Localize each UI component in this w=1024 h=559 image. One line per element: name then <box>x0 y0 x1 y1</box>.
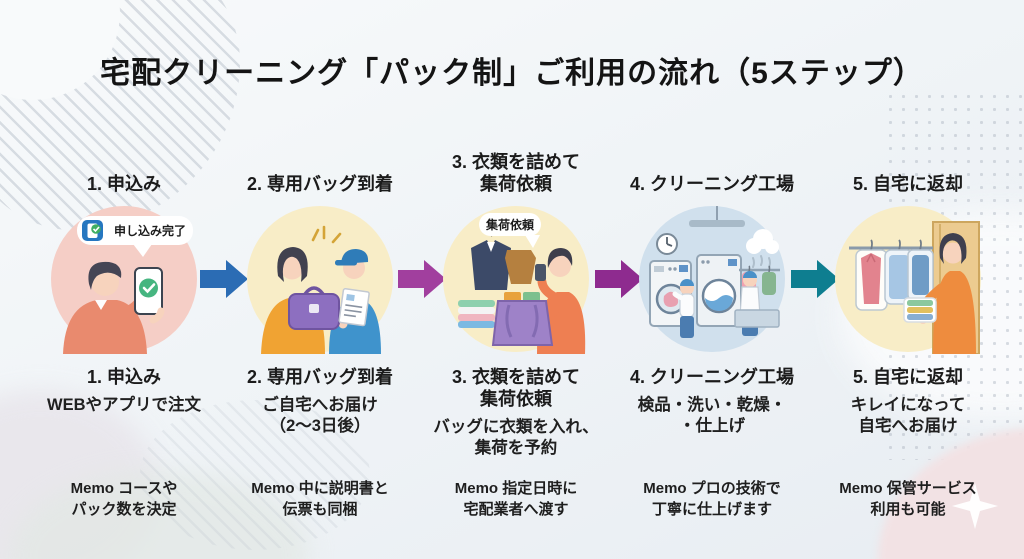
step2-description: ご自宅へお届け （2～3日後） <box>262 395 378 436</box>
folded-clothes-return <box>903 297 937 323</box>
step-column-3: 3. 衣類を詰めて 集荷依頼 <box>418 138 614 559</box>
step4-description: 検品・洗い・乾燥・ ・仕上げ <box>637 395 787 436</box>
step4-memo: Memo プロの技術で 丁寧に仕上げます <box>643 480 781 518</box>
factory-illustration <box>639 206 785 352</box>
step4-illustration <box>637 204 787 354</box>
step3-memo: Memo 指定日時に 宅配業者へ渡す <box>454 480 578 518</box>
receiving-woman <box>919 233 976 354</box>
sparkle-icon <box>952 483 998 529</box>
step-column-5: 5. 自宅に返却 <box>810 138 1006 559</box>
flow-arrow-4 <box>791 260 839 298</box>
step1-label: 1. 申込み <box>86 367 161 387</box>
open-bag <box>491 292 554 346</box>
step-column-4: 4. クリーニング工場 <box>614 138 810 559</box>
step3-illustration: 集荷依頼 <box>441 204 591 354</box>
step4-label: 4. クリーニング工場 <box>629 367 794 387</box>
speech-bubble-complete: 申し込み完了 <box>77 216 193 257</box>
step1-memo: Memo コースや パック数を決定 <box>70 480 178 518</box>
step3-description: バッグに衣類を入れ、 集荷を予約 <box>433 417 599 458</box>
folded-clothes-stack <box>458 300 495 328</box>
svg-text:集荷依頼: 集荷依頼 <box>485 217 535 232</box>
step4-header: 4. クリーニング工場 <box>629 174 794 195</box>
step2-label: 2. 専用バッグ到着 <box>246 367 393 387</box>
counter <box>734 309 780 328</box>
delivery-slip <box>338 288 370 327</box>
step1-header: 1. 申込み <box>86 174 161 195</box>
step2-illustration <box>245 204 395 354</box>
flow-arrow-3 <box>595 260 643 298</box>
step-column-1: 1. 申込み <box>26 138 222 559</box>
step2-header: 2. 専用バッグ到着 <box>246 174 393 195</box>
steps-row: 1. 申込み <box>26 138 1006 559</box>
phone-in-hand <box>535 264 546 281</box>
svg-text:申し込み完了: 申し込み完了 <box>114 223 186 238</box>
step2-memo: Memo 中に説明書と 伝票も同梱 <box>251 480 389 518</box>
person-with-phone <box>63 261 148 354</box>
clothes-rail <box>849 239 933 251</box>
washing-machine-2 <box>696 254 742 327</box>
steam-cloud <box>746 229 779 268</box>
step-column-2: 2. 専用バッグ到着 <box>222 138 418 559</box>
stripes-decoration-bottom-left <box>140 400 370 550</box>
worker-1 <box>672 279 695 338</box>
ceiling-light <box>689 206 745 227</box>
smartphone <box>134 267 165 324</box>
garment-bags <box>855 249 934 311</box>
step3-header: 3. 衣類を詰めて 集荷依頼 <box>451 152 580 195</box>
step5-illustration <box>833 204 983 355</box>
page-title: 宅配クリーニング「パック制」ご利用の流れ（5ステップ） <box>100 57 924 90</box>
step5-label: 5. 自宅に返却 <box>852 367 963 387</box>
sparkle-lines <box>311 225 342 244</box>
bag-delivery-illustration <box>247 206 393 354</box>
step5-description: キレイになって 自宅へお届け <box>850 395 966 436</box>
step5-header: 5. 自宅に返却 <box>852 174 963 195</box>
signup-illustration: 申し込み完了 <box>51 206 197 354</box>
flow-arrow-2 <box>398 260 446 298</box>
step1-illustration: 申し込み完了 <box>49 204 199 354</box>
wall-clock <box>656 233 678 255</box>
step5-memo: Memo 保管サービス 利用も可能 <box>839 480 977 518</box>
step1-description: WEBやアプリで注文 <box>47 395 201 414</box>
laundry-bag <box>288 286 340 330</box>
flow-arrow-1 <box>200 260 248 298</box>
packing-illustration: 集荷依頼 <box>443 206 589 354</box>
closet-return-illustration <box>835 206 981 355</box>
step3-label: 3. 衣類を詰めて 集荷依頼 <box>451 367 580 409</box>
speech-bubble-pickup: 集荷依頼 <box>479 213 541 248</box>
